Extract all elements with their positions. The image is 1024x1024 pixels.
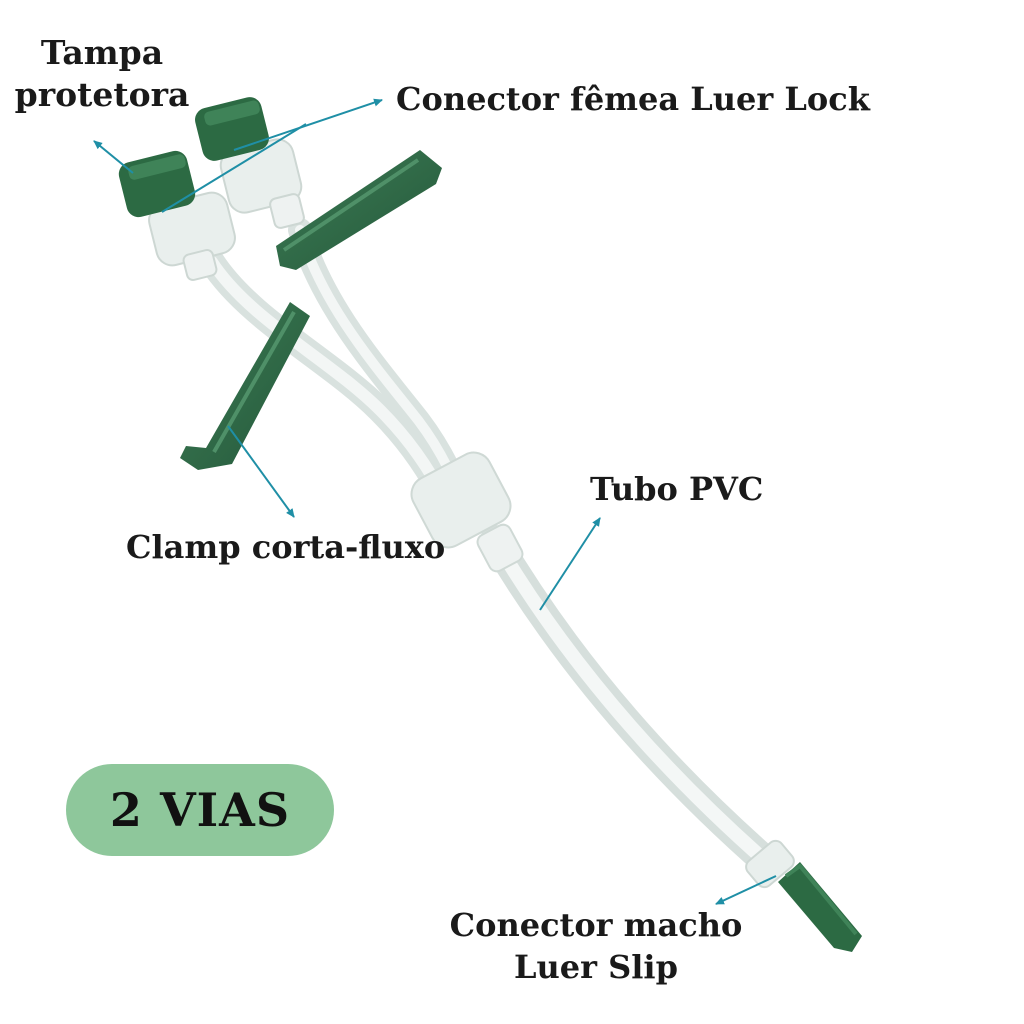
label-macho-line1: Conector macho: [449, 906, 743, 944]
tube-pvc-main: [480, 525, 785, 880]
label-clamp: Clamp corta-fluxo: [126, 528, 446, 566]
tube-left-branch: [199, 249, 458, 513]
clamp-upper: [276, 150, 442, 270]
label-tubo-pvc: Tubo PVC: [590, 470, 764, 508]
label-tampa-line2: protetora: [14, 75, 190, 114]
male-luer-slip-connector: [745, 839, 862, 952]
label-tampa-line1: Tampa: [40, 33, 164, 72]
vias-badge: 2 VIAS: [66, 764, 334, 856]
pointer-tubo: [539, 517, 601, 611]
pointer-conector-femea-right: [233, 98, 383, 151]
label-tampa-protetora: Tampa protetora: [14, 32, 190, 116]
right-female-connector: [219, 138, 305, 229]
label-macho-line2: Luer Slip: [514, 948, 678, 986]
y-junction: [410, 451, 524, 573]
pointer-clamp: [227, 425, 295, 518]
pointer-macho: [715, 875, 777, 905]
label-conector-macho: Conector macho Luer Slip: [440, 904, 752, 988]
pointer-tampa: [93, 140, 134, 174]
pointer-conector-femea-left: [161, 123, 307, 213]
vias-badge-text: 2 VIAS: [109, 783, 291, 837]
left-protective-cap: [118, 150, 196, 218]
clamp-lower: [180, 302, 310, 470]
label-conector-femea: Conector fêmea Luer Lock: [396, 80, 870, 118]
